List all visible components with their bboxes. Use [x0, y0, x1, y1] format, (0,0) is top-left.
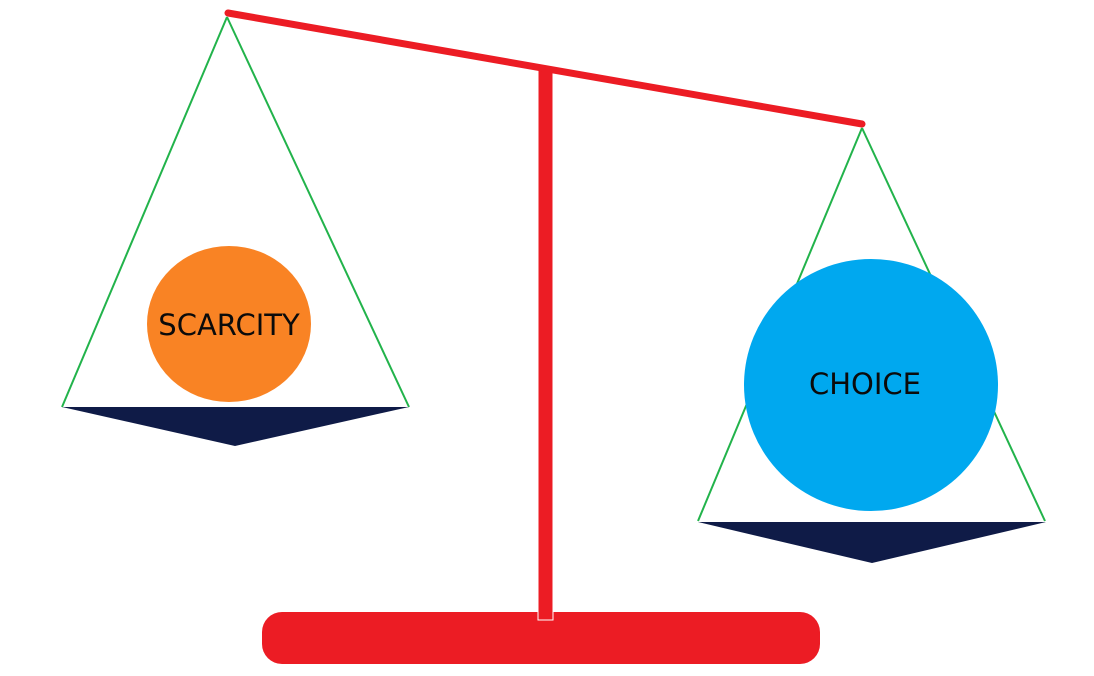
- left-pan: [62, 407, 409, 446]
- choice-weight: [744, 259, 998, 511]
- left-pan-string-left: [61, 16, 228, 408]
- right-pan-group: CHOICE: [697, 127, 1046, 563]
- scarcity-weight: [147, 246, 311, 402]
- scale-beam: [224, 9, 866, 128]
- scale-base: [262, 612, 820, 664]
- scarcity-label: SCARCITY: [158, 308, 300, 342]
- scale-post: [537, 67, 554, 621]
- choice-label: CHOICE: [809, 367, 921, 401]
- left-pan-string-right: [226, 16, 410, 408]
- right-pan: [698, 522, 1046, 563]
- left-pan-group: SCARCITY: [61, 16, 410, 446]
